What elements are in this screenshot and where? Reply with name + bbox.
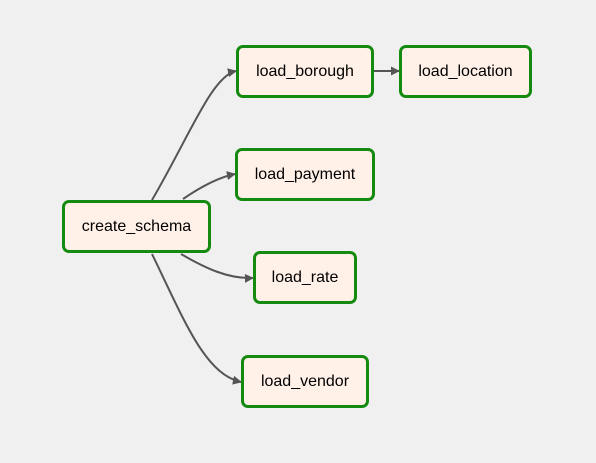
node-load-payment[interactable]: load_payment <box>235 148 375 201</box>
node-load-location[interactable]: load_location <box>399 45 532 98</box>
node-label: load_rate <box>271 269 339 286</box>
node-label: load_borough <box>256 63 354 80</box>
edge-create_schema-to-load_payment <box>182 171 236 200</box>
node-label: create_schema <box>81 218 192 235</box>
node-label: load_payment <box>254 166 356 183</box>
node-create-schema[interactable]: create_schema <box>62 200 211 253</box>
node-label: load_vendor <box>260 373 350 390</box>
edge-create_schema-to-load_vendor <box>151 253 242 385</box>
node-load-vendor[interactable]: load_vendor <box>241 355 369 408</box>
edge-create_schema-to-load_rate <box>180 253 254 283</box>
node-load-borough[interactable]: load_borough <box>236 45 374 98</box>
node-load-rate[interactable]: load_rate <box>253 251 357 304</box>
node-label: load_location <box>418 63 513 80</box>
edge-create_schema-to-load_borough <box>151 68 237 201</box>
